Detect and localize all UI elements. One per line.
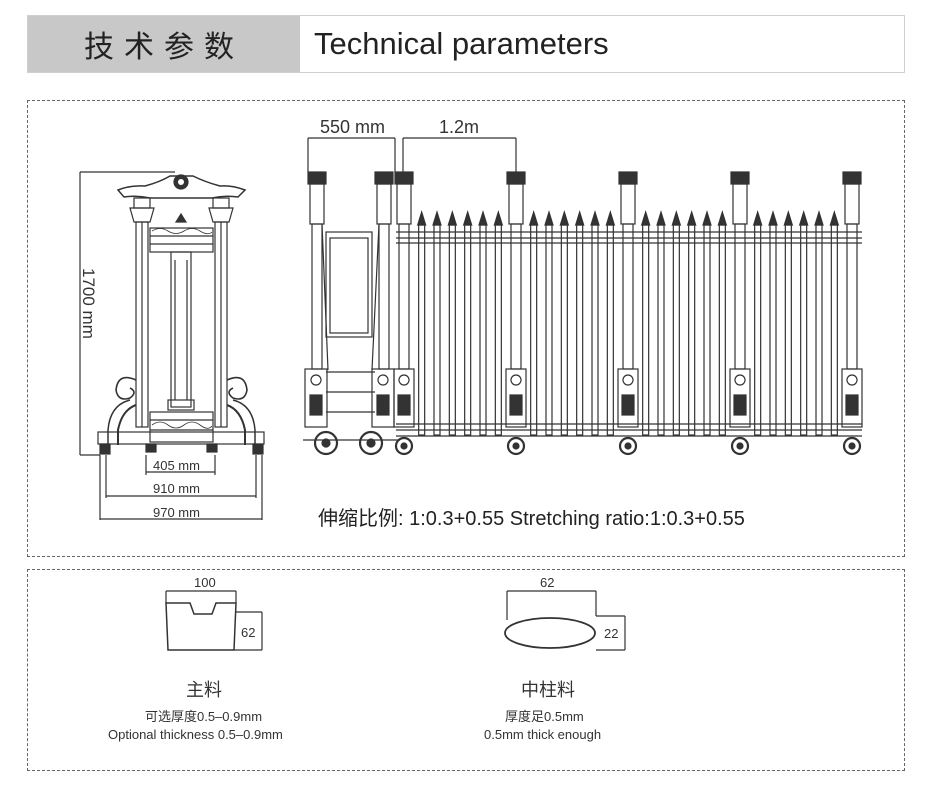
width-label-970: 970 mm [153, 505, 200, 520]
gate-bar [493, 209, 504, 436]
drawing-panel [27, 100, 905, 557]
gate-bar [814, 209, 824, 436]
column-profile-desc-en: 0.5mm thick enough [484, 727, 602, 742]
gate-bar [416, 209, 427, 436]
gate-post [505, 171, 527, 456]
main-profile-width: 100 [194, 575, 216, 590]
column-profile-desc-cn: 厚度足0.5mm [505, 709, 584, 724]
gate-bar [528, 209, 539, 436]
gate-bar [462, 209, 473, 436]
side-view-gate [303, 137, 863, 456]
gate-bar [752, 209, 763, 436]
gate-bar [605, 209, 616, 436]
header: 技术参数 Technical parameters [27, 15, 905, 73]
gate-post [841, 171, 863, 456]
front-view-gate [79, 171, 265, 520]
gate-post [393, 171, 415, 456]
middle-column-profile-drawing [504, 590, 626, 651]
gate-bar [544, 209, 554, 436]
gate-bar [478, 209, 488, 436]
gate-bar [447, 209, 458, 436]
gate-bar [671, 209, 682, 436]
width-label-910: 910 mm [153, 481, 200, 496]
gate-post [729, 171, 751, 456]
gate-post [617, 171, 639, 456]
gate-bar [717, 209, 728, 436]
dim-label-550: 550 mm [320, 117, 386, 137]
gate-bar [640, 209, 651, 436]
gate-bar [432, 209, 442, 436]
main-profile-desc-en: Optional thickness 0.5–0.9mm [108, 727, 283, 742]
width-label-405: 405 mm [153, 458, 200, 473]
gate-bar [656, 209, 666, 436]
title-en: Technical parameters [314, 26, 609, 61]
gate-bar [829, 209, 840, 436]
dim-label-1-2m: 1.2m [439, 117, 480, 137]
stretching-ratio: 伸缩比例: 1:0.3+0.55 Stretching ratio:1:0.3+… [318, 508, 745, 530]
gate-bar [590, 209, 600, 436]
gate-bar [768, 209, 778, 436]
gate-bar [702, 209, 712, 436]
gate-bar [559, 209, 570, 436]
gate-bar [783, 209, 794, 436]
main-profile-name: 主料 [186, 680, 222, 700]
title-cn: 技术参数 [28, 16, 300, 72]
column-profile-width: 62 [540, 575, 555, 590]
height-label: 1700 mm [79, 268, 98, 339]
gate-bar [798, 209, 809, 436]
gate-bar [574, 209, 585, 436]
main-profile-height: 62 [241, 625, 256, 640]
column-profile-height: 22 [604, 626, 619, 641]
gate-bar [686, 209, 697, 436]
profiles-panel [27, 569, 905, 771]
main-profile-drawing [165, 590, 263, 651]
main-profile-desc-cn: 可选厚度0.5–0.9mm [145, 709, 263, 724]
column-profile-name: 中柱料 [521, 680, 575, 700]
